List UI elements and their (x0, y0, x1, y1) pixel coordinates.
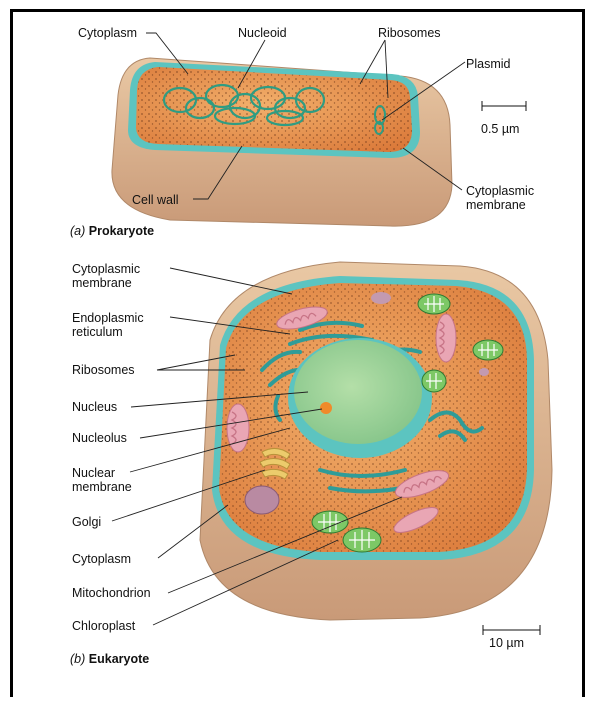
label-mitochondrion: Mitochondrion (72, 586, 151, 600)
eukaryote-caption: (b) Eukaryote (70, 652, 149, 666)
prokaryote-scale-bar (482, 101, 526, 111)
chloroplast (312, 511, 348, 533)
chloroplast (418, 294, 450, 314)
label-er-1: Endoplasmic (72, 311, 144, 325)
golgi-apparatus (260, 448, 290, 479)
prokaryote-caption: (a) Prokaryote (70, 224, 154, 238)
vesicle (371, 292, 391, 304)
label-er-2: reticulum (72, 325, 123, 339)
nucleus (294, 340, 422, 444)
label-cytoplasmic-membrane-eukaryote-2: membrane (72, 276, 132, 290)
prokaryote-scale-label: 0.5 µm (481, 122, 519, 136)
label-ribosomes-eukaryote: Ribosomes (72, 363, 135, 377)
label-nucleus: Nucleus (72, 400, 117, 414)
label-cytoplasm-prokaryote: Cytoplasm (78, 26, 137, 40)
mitochondrion (436, 314, 456, 362)
eukaryote-scale-bar (483, 625, 540, 635)
vesicle (479, 368, 489, 376)
label-cytoplasmic-membrane-prokaryote-1: Cytoplasmic (466, 184, 534, 198)
label-cytoplasmic-membrane-prokaryote-2: membrane (466, 198, 526, 212)
label-ribosomes-prokaryote: Ribosomes (378, 26, 441, 40)
chloroplast (422, 370, 446, 392)
eukaryote-cell (112, 262, 552, 635)
nucleolus (320, 402, 332, 414)
label-cell-wall: Cell wall (132, 193, 179, 207)
label-chloroplast: Chloroplast (72, 619, 135, 633)
vesicle (245, 486, 279, 514)
label-nuclear-membrane-2: membrane (72, 480, 132, 494)
label-golgi: Golgi (72, 515, 101, 529)
label-cytoplasmic-membrane-eukaryote-1: Cytoplasmic (72, 262, 140, 276)
label-cytoplasm-eukaryote: Cytoplasm (72, 552, 131, 566)
chloroplast (343, 528, 381, 552)
label-nucleolus: Nucleolus (72, 431, 127, 445)
eukaryote-scale-label: 10 µm (489, 636, 524, 650)
label-plasmid: Plasmid (466, 57, 510, 71)
label-nucleoid: Nucleoid (238, 26, 287, 40)
chloroplast (473, 340, 503, 360)
label-nuclear-membrane-1: Nuclear (72, 466, 115, 480)
